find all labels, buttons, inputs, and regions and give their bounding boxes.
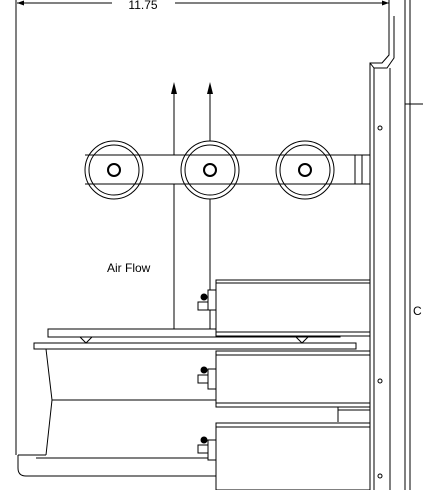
mounting-bracket (369, 16, 395, 490)
enclosure-wall (404, 0, 423, 490)
capacitor-bottom (197, 422, 371, 491)
roller-left (84, 140, 144, 200)
roller-right (275, 140, 335, 200)
air-flow-label: Air Flow (107, 261, 151, 275)
width-dimension-line (17, 0, 390, 16)
air-flow-arrows (171, 82, 213, 330)
capacitor-middle (197, 350, 371, 408)
roller-center (180, 140, 240, 200)
capacitor-top (197, 279, 371, 337)
width-dimension-label: 11.75 (128, 0, 157, 12)
section-label: C (413, 304, 422, 318)
cable-roller-assembly (84, 140, 371, 200)
